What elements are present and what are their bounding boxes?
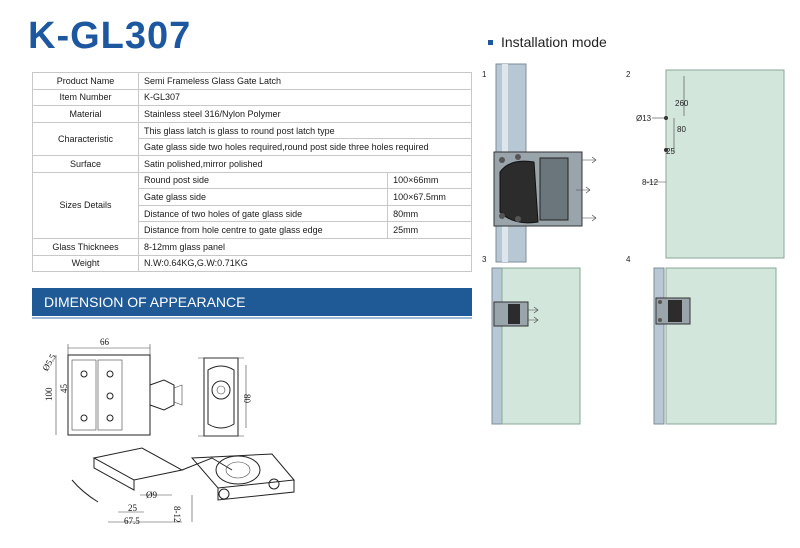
spec-value: 8-12mm glass panel bbox=[138, 237, 472, 256]
table-row: Distance of two holes of gate glass side… bbox=[33, 204, 472, 223]
dim-9: Ø9 bbox=[146, 490, 157, 500]
bullet-icon bbox=[488, 39, 493, 45]
dim-100: 100 bbox=[44, 387, 54, 401]
size-name: Gate glass side bbox=[137, 188, 389, 206]
spec-label: Material bbox=[32, 105, 139, 123]
step-number: 3 bbox=[482, 255, 487, 264]
size-value: 100×67.5mm bbox=[387, 188, 472, 206]
dim-80: 80 bbox=[242, 394, 252, 404]
dim-67-5: 67.5 bbox=[124, 516, 140, 526]
dim-80-install: 80 bbox=[677, 125, 686, 134]
dim-25-install: 25 bbox=[666, 147, 675, 156]
spec-value: Semi Frameless Glass Gate Latch bbox=[138, 72, 472, 90]
installation-heading-text: Installation mode bbox=[501, 34, 607, 50]
dim-8-12: 8-12 bbox=[172, 506, 182, 523]
product-title: K-GL307 bbox=[28, 15, 192, 57]
front-view: 66 100 45 Ø5.5 bbox=[40, 337, 183, 436]
table-row: Characteristic This glass latch is glass… bbox=[32, 121, 472, 156]
spec-label: Item Number bbox=[32, 88, 139, 107]
dim-66: 66 bbox=[100, 337, 110, 347]
installation-heading: Installation mode bbox=[488, 34, 607, 50]
step-number: 1 bbox=[482, 70, 487, 79]
step-number: 4 bbox=[626, 255, 631, 264]
spec-value: K-GL307 bbox=[138, 88, 472, 107]
spec-label: Surface bbox=[32, 154, 139, 173]
install-step-2: 2 260 Ø13 80 25 8-12 bbox=[626, 69, 785, 259]
spec-value: This glass latch is glass to round post … bbox=[138, 121, 472, 140]
spec-value: Gate glass side two holes required,round… bbox=[138, 138, 472, 156]
installation-figures: 1 2 260 Ø13 80 25 8-12 3 bbox=[482, 63, 785, 425]
table-row: Sizes Details Round post side 100×66mm bbox=[32, 171, 472, 239]
spec-label: Glass Thicknees bbox=[32, 237, 139, 256]
dim-5-5: Ø5.5 bbox=[40, 352, 58, 373]
size-value: 100×66mm bbox=[387, 171, 472, 190]
table-row: Weight N.W:0.64KG,G.W:0.71KG bbox=[32, 254, 472, 273]
dim-25: 25 bbox=[128, 503, 138, 513]
table-row: Item Number K-GL307 bbox=[32, 88, 472, 107]
spec-label: Product Name bbox=[32, 72, 139, 90]
table-row: Material Stainless steel 316/Nylon Polym… bbox=[32, 105, 472, 123]
spec-value: Satin polished,mirror polished bbox=[138, 154, 472, 173]
spec-table: Product Name Semi Frameless Glass Gate L… bbox=[32, 72, 472, 273]
dim-13: Ø13 bbox=[636, 114, 652, 123]
size-value: 80mm bbox=[387, 204, 472, 223]
size-name: Distance from hole centre to gate glass … bbox=[137, 221, 389, 239]
side-view: 80 bbox=[198, 357, 252, 437]
spec-value: Stainless steel 316/Nylon Polymer bbox=[138, 105, 472, 123]
spec-label: Characteristic bbox=[32, 121, 139, 156]
step-number: 2 bbox=[626, 70, 631, 79]
size-value: 25mm bbox=[387, 221, 472, 239]
dim-45: 45 bbox=[59, 384, 69, 394]
table-row: Surface Satin polished,mirror polished bbox=[32, 154, 472, 173]
install-step-4: 4 bbox=[626, 255, 777, 425]
isometric-view: Ø9 25 67.5 8-12 bbox=[71, 447, 295, 526]
size-name: Distance of two holes of gate glass side bbox=[137, 204, 389, 223]
dim-260: 260 bbox=[675, 99, 689, 108]
table-row: Gate glass side 100×67.5mm bbox=[33, 188, 472, 206]
install-step-3: 3 bbox=[482, 255, 581, 425]
table-row: Product Name Semi Frameless Glass Gate L… bbox=[32, 72, 472, 90]
dim-8-12-install: 8-12 bbox=[642, 178, 659, 187]
dimension-heading: DIMENSION OF APPEARANCE bbox=[32, 288, 472, 319]
spec-label: Sizes Details bbox=[32, 171, 139, 239]
size-name: Round post side bbox=[137, 171, 389, 190]
install-step-1: 1 bbox=[482, 63, 597, 263]
spec-label: Weight bbox=[32, 254, 139, 273]
table-row: Glass Thicknees 8-12mm glass panel bbox=[32, 237, 472, 256]
dimension-drawing: 66 100 45 Ø5.5 80 Ø9 25 67.5 8-12 bbox=[40, 337, 295, 526]
spec-value: N.W:0.64KG,G.W:0.71KG bbox=[138, 254, 472, 273]
